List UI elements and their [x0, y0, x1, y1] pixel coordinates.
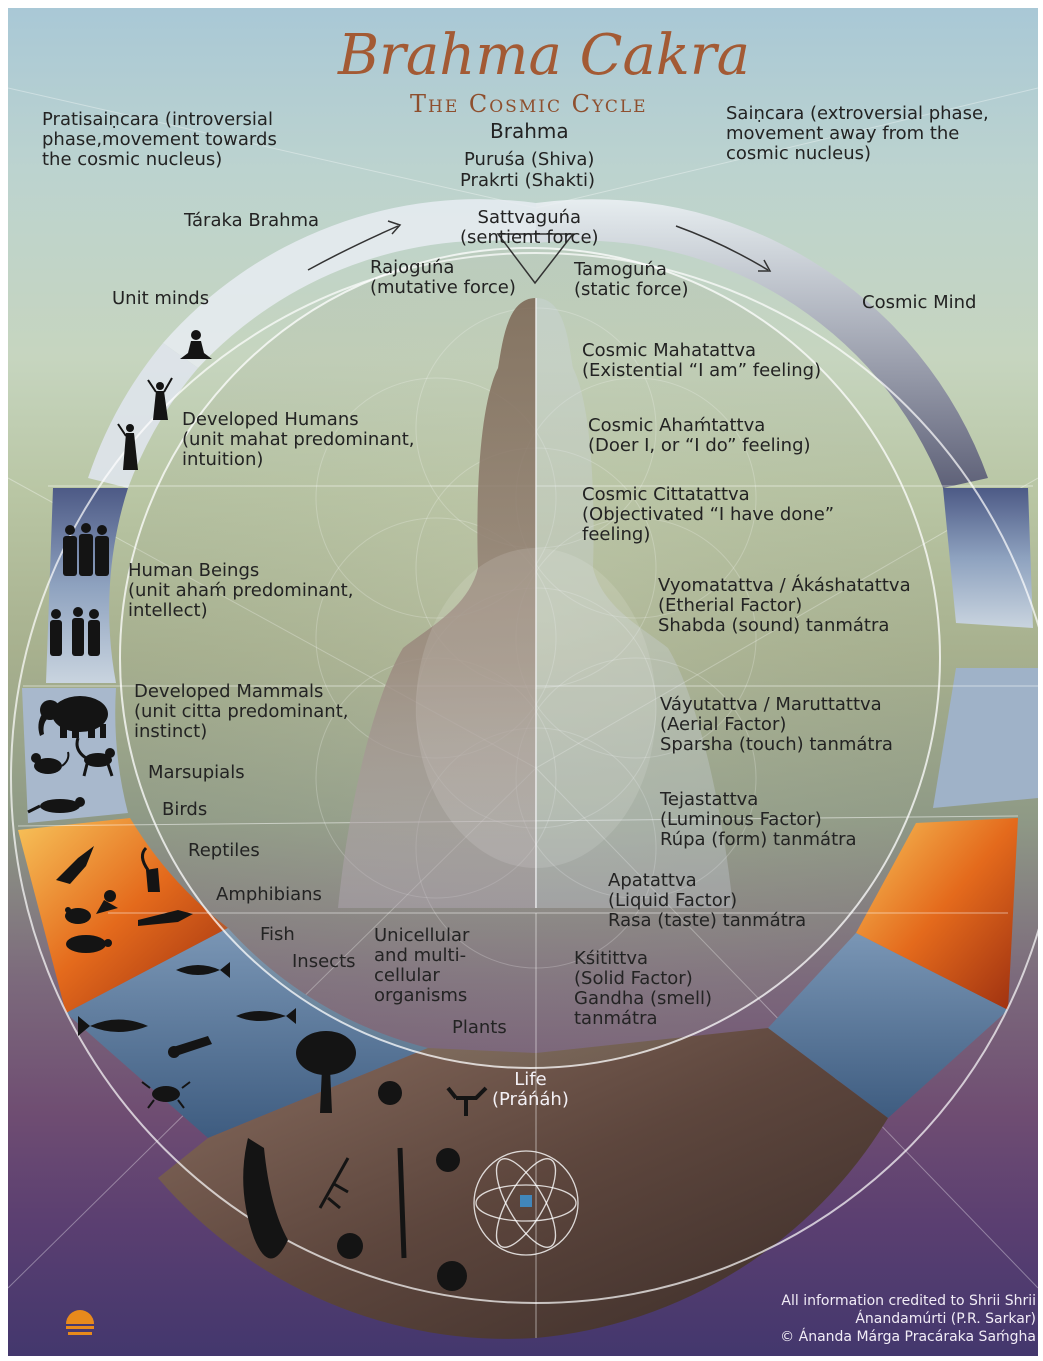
unicellular-label: Unicellular and multi- cellular organism…	[374, 925, 470, 1006]
elephant-icon	[38, 696, 108, 738]
human-beings-label: Human Beings (unit ahaḿ predominant, int…	[128, 560, 354, 621]
taraka-brahma-label: Táraka Brahma	[184, 210, 320, 231]
page-title: Brahma Cakra	[338, 23, 750, 88]
developed-mammals-label: Developed Mammals (unit citta predominan…	[134, 681, 349, 742]
marsupial-icon	[27, 797, 85, 814]
vyomatattva-label: Vyomatattva / Ákáshatattva (Etherial Fac…	[658, 575, 911, 636]
brahma-label: Brahma	[490, 119, 569, 143]
seaweed-icon	[243, 1138, 407, 1259]
insects-label: Insects	[292, 951, 356, 972]
tree-icon	[296, 1031, 356, 1113]
cosmic-cycle-illustration	[8, 87, 1038, 1339]
credit-text: All information credited to Shrii Shrii …	[780, 1293, 1036, 1345]
crocodile-icon	[138, 910, 193, 926]
tamoguna-label: Tamoguńa (static force)	[574, 259, 689, 300]
marsupials-label: Marsupials	[148, 762, 245, 783]
plants-label: Plants	[452, 1017, 507, 1038]
logo-icon	[66, 1310, 94, 1335]
bird-icon	[56, 846, 118, 914]
heron-icon	[141, 846, 160, 892]
monkey-icon	[75, 737, 115, 777]
vayutattva-label: Váyutattva / Maruttattva (Aerial Factor)…	[660, 694, 893, 755]
meditating-figure-icon	[180, 330, 212, 359]
turtle-icon	[66, 935, 112, 953]
ksititattva-label: Kśitittva (Solid Factor) Gandha (smell) …	[574, 948, 713, 1029]
sattva-triangle	[496, 233, 575, 285]
cosmic-cittatattva-label: Cosmic Cittatattva (Objectivated “I have…	[582, 484, 835, 545]
dancing-figure-icon	[117, 377, 173, 470]
reptiles-label: Reptiles	[188, 840, 260, 861]
cat-icon	[31, 751, 70, 774]
life-label: Life (Práńáh)	[492, 1069, 569, 1110]
bacteria-icon	[446, 1086, 488, 1116]
fish-icon	[78, 962, 296, 1036]
amphibians-label: Amphibians	[216, 884, 322, 905]
cosmic-ahamtattva-label: Cosmic Ahaḿtattva (Doer I, or “I do” fee…	[588, 415, 811, 456]
page-subtitle: The Cosmic Cycle	[410, 90, 648, 118]
central-figure	[338, 298, 733, 908]
human-group-icon	[50, 523, 109, 656]
cosmic-mahatattva-label: Cosmic Mahatattva (Existential “I am” fe…	[582, 340, 822, 381]
rajoguna-label: Rajoguńa (mutative force)	[370, 257, 516, 298]
saincara-label: Saiṇcara (extroversial phase, movement a…	[726, 103, 989, 164]
frog-icon	[65, 907, 91, 924]
apatattva-label: Apatattva (Liquid Factor) Rasa (taste) t…	[608, 870, 807, 931]
cell-icon	[337, 1081, 467, 1291]
brahma-cakra-poster: Brahma Cakra The Cosmic Cycle Brahma Pur…	[8, 8, 1038, 1356]
tejastattva-label: Tejastattva (Luminous Factor) Rúpa (form…	[660, 789, 857, 850]
cosmic-mind-label: Cosmic Mind	[862, 292, 977, 313]
atom-icon	[473, 1150, 579, 1256]
crab-icon	[141, 1081, 191, 1109]
pratisaincara-label: Pratisaiṇcara (introversial phase,moveme…	[42, 109, 277, 170]
prakrti-label: Prakrti (Shakti)	[460, 170, 595, 191]
unit-minds-label: Unit minds	[112, 288, 210, 309]
silhouettes	[27, 330, 488, 1335]
outer-ring	[18, 199, 1038, 1339]
purusha-label: Puruśa (Shiva)	[464, 149, 595, 170]
birds-label: Birds	[162, 799, 208, 820]
developed-humans-label: Developed Humans (unit mahat predominant…	[182, 409, 415, 470]
sattvaguna-label: Sattvaguńa (sentient force)	[460, 207, 599, 248]
lobster-icon	[168, 1036, 212, 1058]
fish-label: Fish	[260, 924, 295, 945]
cycle-arrows	[307, 220, 772, 272]
